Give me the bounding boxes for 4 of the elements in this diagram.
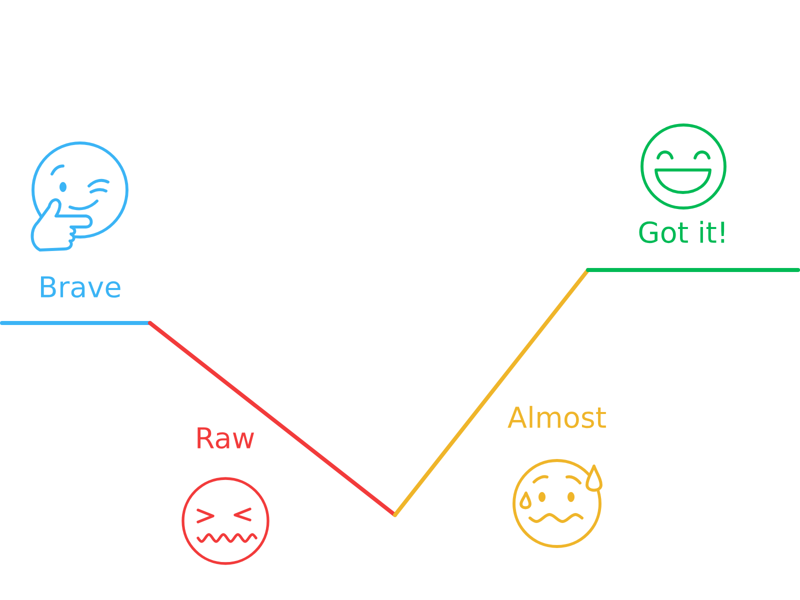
stage-label: Got it!: [639, 220, 724, 244]
stage-label: Raw: [198, 427, 254, 449]
stage-label: Brave: [41, 276, 120, 298]
stage-label: Almost: [508, 406, 606, 428]
